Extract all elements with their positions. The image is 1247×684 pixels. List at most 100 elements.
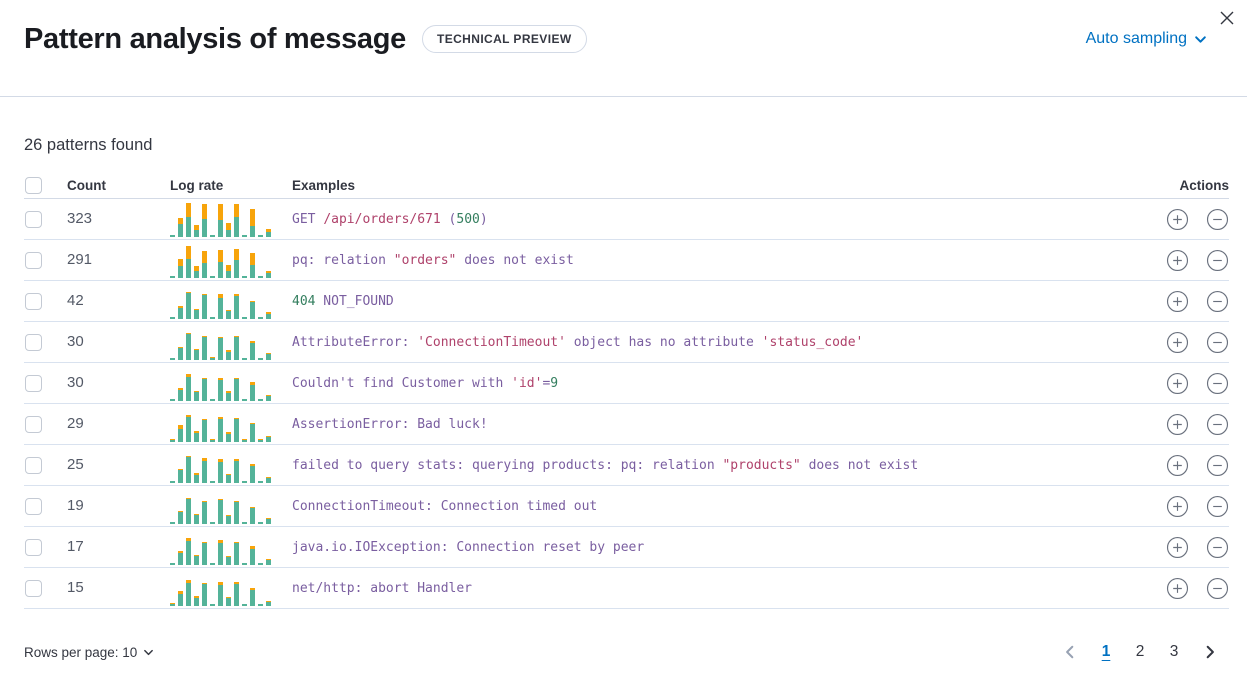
log-rate-bar — [258, 481, 263, 483]
log-rate-bar — [178, 511, 183, 524]
log-rate-bar — [242, 481, 247, 483]
row-checkbox[interactable] — [25, 415, 42, 433]
log-rate-bar — [178, 388, 183, 401]
filter-out-pattern-button[interactable] — [1205, 289, 1229, 313]
log-rate-bar — [218, 378, 223, 401]
flyout-header: Pattern analysis of message TECHNICAL PR… — [0, 0, 1247, 97]
page-number-3[interactable]: 3 — [1163, 639, 1185, 665]
log-rate-bar — [186, 456, 191, 483]
table-header-row: Count Log rate Examples Actions — [24, 172, 1229, 199]
log-rate-bar — [226, 350, 231, 360]
log-rate-bar — [178, 425, 183, 442]
log-rate-bar — [226, 432, 231, 442]
close-icon[interactable] — [1215, 6, 1239, 30]
filter-out-pattern-button[interactable] — [1205, 207, 1229, 231]
log-rate-bar — [266, 353, 271, 360]
count-value: 15 — [67, 579, 84, 596]
column-header-count: Count — [67, 177, 106, 193]
log-rate-bar — [250, 341, 255, 360]
filter-in-pattern-button[interactable] — [1165, 289, 1189, 313]
filter-in-pattern-button[interactable] — [1165, 330, 1189, 354]
log-rate-bar — [242, 317, 247, 319]
log-rate-bar — [202, 542, 207, 565]
example-text: Couldn't find Customer with 'id'=9 — [292, 375, 559, 391]
log-rate-bar — [226, 223, 231, 237]
log-rate-bar — [250, 507, 255, 524]
count-value: 19 — [67, 497, 84, 514]
example-text: java.io.IOException: Connection reset by… — [292, 539, 645, 555]
filter-out-pattern-button[interactable] — [1205, 412, 1229, 436]
log-rate-bar — [266, 312, 271, 319]
row-checkbox[interactable] — [25, 251, 42, 269]
log-rate-bar — [178, 347, 183, 360]
filter-in-pattern-button[interactable] — [1165, 371, 1189, 395]
filter-out-pattern-button[interactable] — [1205, 371, 1229, 395]
next-page-icon[interactable] — [1197, 639, 1223, 665]
log-rate-bar — [250, 464, 255, 483]
log-rate-bar — [202, 204, 207, 237]
row-checkbox[interactable] — [25, 579, 42, 597]
log-rate-bar — [266, 477, 271, 483]
rows-per-page-dropdown[interactable]: Rows per page: 10 — [24, 645, 154, 660]
log-rate-bar — [210, 604, 215, 606]
log-rate-bar — [242, 522, 247, 524]
filter-in-pattern-button[interactable] — [1165, 453, 1189, 477]
row-checkbox[interactable] — [25, 374, 42, 392]
log-rate-bar — [170, 317, 175, 319]
log-rate-bar — [226, 597, 231, 606]
log-rate-bar — [210, 276, 215, 278]
log-rate-bar — [258, 604, 263, 606]
log-rate-bar — [218, 417, 223, 442]
log-rate-bar — [234, 249, 239, 278]
filter-out-pattern-button[interactable] — [1205, 535, 1229, 559]
technical-preview-badge: TECHNICAL PREVIEW — [421, 25, 587, 53]
filter-in-pattern-button[interactable] — [1165, 494, 1189, 518]
log-rate-bar — [258, 563, 263, 565]
log-rate-bar — [170, 439, 175, 442]
log-rate-bar — [194, 309, 199, 319]
filter-out-pattern-button[interactable] — [1205, 453, 1229, 477]
row-checkbox[interactable] — [25, 292, 42, 310]
log-rate-bar — [218, 540, 223, 565]
select-all-checkbox[interactable] — [25, 176, 42, 194]
log-rate-bar — [266, 559, 271, 565]
log-rate-bar — [186, 415, 191, 442]
row-checkbox[interactable] — [25, 210, 42, 228]
log-rate-bar — [194, 431, 199, 442]
page-number-1[interactable]: 1 — [1095, 639, 1117, 665]
log-rate-chart — [170, 529, 274, 565]
row-checkbox[interactable] — [25, 497, 42, 515]
filter-in-pattern-button[interactable] — [1165, 576, 1189, 600]
filter-out-pattern-button[interactable] — [1205, 494, 1229, 518]
log-rate-bar — [226, 474, 231, 483]
row-checkbox[interactable] — [25, 456, 42, 474]
filter-in-pattern-button[interactable] — [1165, 207, 1189, 231]
previous-page-icon[interactable] — [1057, 639, 1083, 665]
row-checkbox[interactable] — [25, 333, 42, 351]
filter-out-pattern-button[interactable] — [1205, 330, 1229, 354]
sampling-dropdown[interactable]: Auto sampling — [1086, 30, 1207, 48]
page-number-2[interactable]: 2 — [1129, 639, 1151, 665]
filter-in-pattern-button[interactable] — [1165, 412, 1189, 436]
filter-out-pattern-button[interactable] — [1205, 248, 1229, 272]
log-rate-bar — [186, 580, 191, 606]
log-rate-bar — [210, 481, 215, 483]
filter-in-pattern-button[interactable] — [1165, 535, 1189, 559]
log-rate-chart — [170, 324, 274, 360]
log-rate-bar — [178, 551, 183, 565]
log-rate-bar — [258, 522, 263, 524]
rows-per-page-label: Rows per page: 10 — [24, 644, 138, 660]
log-rate-bar — [186, 333, 191, 360]
log-rate-bar — [258, 235, 263, 237]
row-checkbox[interactable] — [25, 538, 42, 556]
filter-out-pattern-button[interactable] — [1205, 576, 1229, 600]
log-rate-bar — [186, 538, 191, 565]
filter-in-pattern-button[interactable] — [1165, 248, 1189, 272]
log-rate-bar — [210, 439, 215, 442]
log-rate-bar — [234, 378, 239, 401]
